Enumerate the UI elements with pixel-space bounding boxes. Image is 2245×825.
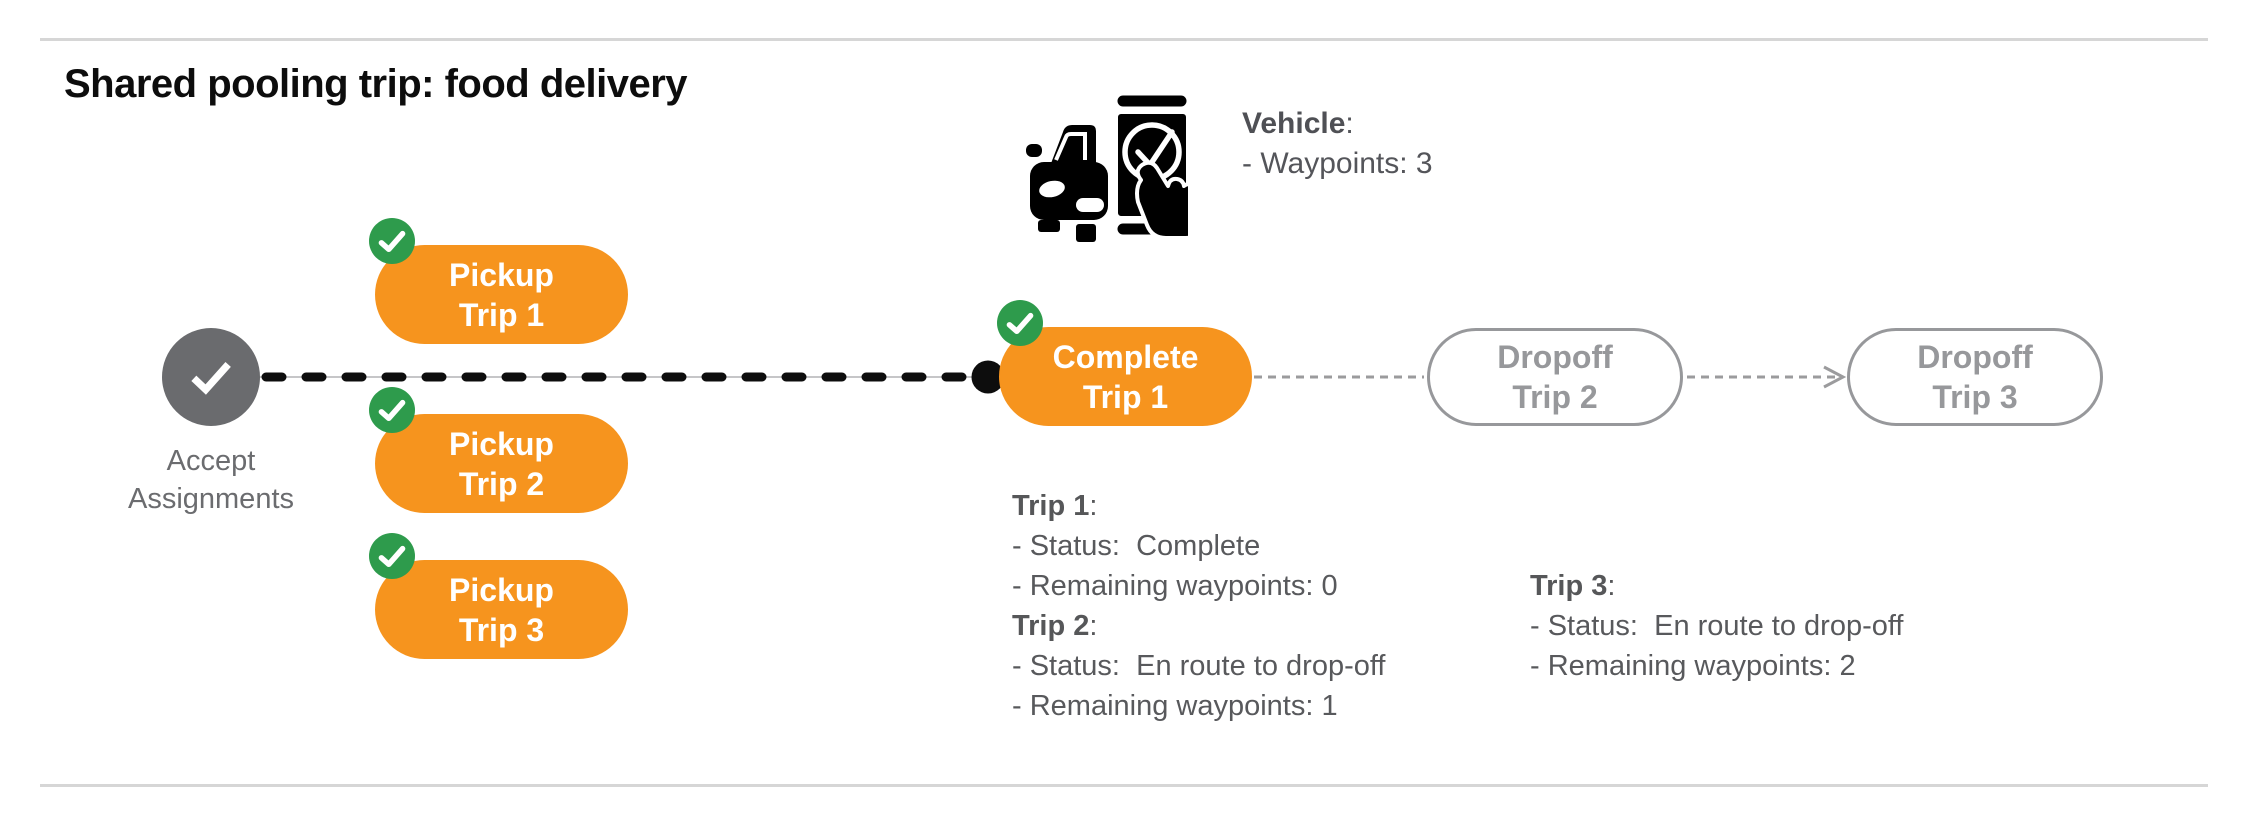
pill-label-line: Trip 1 (1082, 378, 1169, 415)
pickup-trip-1-pill: Pickup Trip 1 (369, 218, 628, 344)
pill-label-line: Trip 2 (458, 465, 545, 502)
dropoff-trip-2-pill: Dropoff Trip 2 (1427, 328, 1683, 426)
vehicle-info: Vehicle: - Waypoints: 3 (1242, 104, 1433, 184)
pill-label-line: Dropoff (1497, 339, 1613, 375)
bottom-divider (40, 784, 2208, 787)
pill-label-line: Trip 2 (1512, 379, 1598, 415)
trip-3-status-block: Trip 3: - Status: En route to drop-off -… (1530, 566, 1903, 686)
trip-1-status: - Status: Complete (1012, 530, 1261, 562)
pill-label-line: Pickup (449, 571, 554, 608)
pill-label-line: Complete (1052, 338, 1199, 375)
checkmark-icon (191, 362, 231, 395)
dropoff-trip-3-pill: Dropoff Trip 3 (1847, 328, 2103, 426)
pill-label-line: Pickup (449, 425, 554, 462)
pill-label-line: Trip 3 (458, 611, 545, 648)
pickup-trip-3-pill: Pickup Trip 3 (369, 533, 628, 659)
car-phone-check-icon (1026, 88, 1205, 246)
trip-3-header: Trip 3: (1530, 570, 1616, 602)
trip-2-waypoints: - Remaining waypoints: 1 (1012, 690, 1338, 722)
pill-label-line: Trip 1 (458, 296, 545, 333)
pill-label-line: Trip 3 (1932, 379, 2018, 415)
trip-3-waypoints: - Remaining waypoints: 2 (1530, 650, 1856, 682)
accept-assignments-label: Accept Assignments (127, 445, 294, 515)
trip-3-status: - Status: En route to drop-off (1530, 610, 1904, 642)
page-title: Shared pooling trip: food delivery (64, 62, 688, 106)
trip-1-2-status-block: Trip 1: - Status: Complete - Remaining w… (1012, 486, 1385, 726)
trip-1-waypoints: - Remaining waypoints: 0 (1012, 570, 1338, 602)
check-badge-icon (369, 387, 415, 433)
check-badge-icon (997, 300, 1043, 346)
trip-2-header: Trip 2: (1012, 610, 1098, 642)
complete-trip-1-pill: Complete Trip 1 (997, 300, 1252, 426)
trip-2-status: - Status: En route to drop-off (1012, 650, 1386, 682)
check-badge-icon (369, 533, 415, 579)
check-badge-icon (369, 218, 415, 264)
top-divider (40, 38, 2208, 41)
pickup-trip-2-pill: Pickup Trip 2 (369, 387, 628, 513)
vehicle-label: Vehicle: (1242, 107, 1354, 140)
arrowhead-icon (1823, 365, 1847, 389)
pill-label-line: Pickup (449, 256, 554, 293)
vehicle-waypoints: - Waypoints: 3 (1242, 147, 1433, 180)
trip-1-header: Trip 1: (1012, 490, 1098, 522)
accept-assignments-node (162, 328, 260, 426)
pill-label-line: Dropoff (1917, 339, 2033, 375)
